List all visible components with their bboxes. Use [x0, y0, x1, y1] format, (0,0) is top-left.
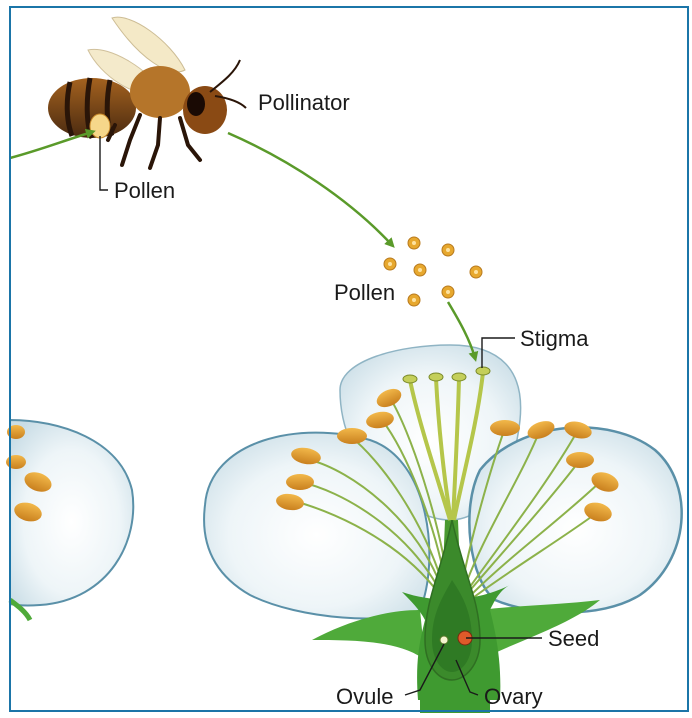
pollen-grains [384, 237, 482, 306]
pollen-grain-icon [442, 286, 454, 298]
incoming-arrow [10, 132, 92, 158]
pollen-bee-leader [100, 136, 108, 190]
ovule-label: Ovule [336, 684, 393, 709]
pollinator-label: Pollinator [258, 90, 350, 115]
pollen-grain-icon [414, 264, 426, 276]
stigma-label: Stigma [520, 326, 589, 351]
pollen-grain-icon [442, 244, 454, 256]
pollen-grain-icon [470, 266, 482, 278]
bee-icon [48, 17, 246, 168]
flower-icon [204, 345, 682, 713]
ovule-dot [440, 636, 448, 644]
seed-label: Seed [548, 626, 599, 651]
pollen-grains-label: Pollen [334, 280, 395, 305]
ovary-label: Ovary [484, 684, 543, 709]
pollen-grain-icon [384, 258, 396, 270]
pollen-bee-label: Pollen [114, 178, 175, 203]
pollen-grain-icon [408, 237, 420, 249]
left-flower [6, 420, 133, 620]
pollen-grain-icon [408, 294, 420, 306]
arrow-bee-to-pollen [228, 133, 392, 245]
pollen-basket [90, 114, 110, 138]
